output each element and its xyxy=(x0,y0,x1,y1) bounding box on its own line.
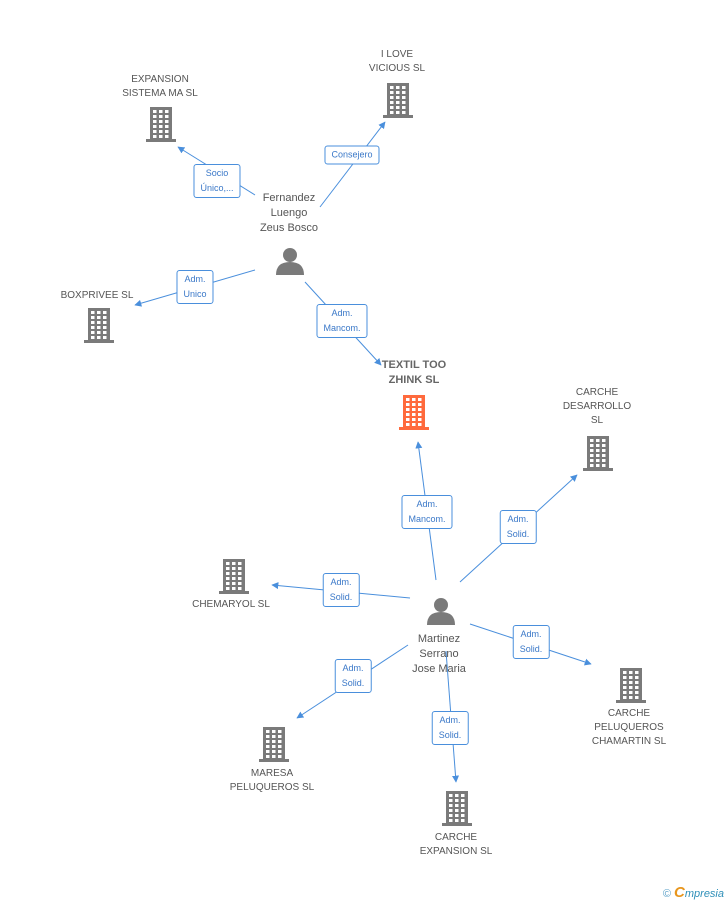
company-name-carche_des[interactable]: CARCHE DESARROLLO SL xyxy=(562,387,632,426)
company-name-ilove[interactable]: I LOVE VICIOUS SL xyxy=(368,49,426,74)
relation-label-fernandez-ilove[interactable]: Consejero xyxy=(324,145,380,165)
edge-fernandez-ilove xyxy=(319,121,386,208)
company-name-carche_pel[interactable]: CARCHE PELUQUEROS CHAMARTIN SL xyxy=(591,708,667,747)
relation-label-martinez-carche_pel[interactable]: Adm. Solid. xyxy=(512,625,550,659)
building-icon-carche_pel[interactable] xyxy=(616,668,646,703)
building-icon-chemaryol[interactable] xyxy=(219,559,249,594)
relation-label-fernandez-textil[interactable]: Adm. Mancom. xyxy=(316,304,368,338)
company-name-textil[interactable]: TEXTIL TOO ZHINK SL xyxy=(381,359,447,386)
relation-label-martinez-maresa[interactable]: Adm. Solid. xyxy=(334,659,372,693)
person-icon-fernandez[interactable] xyxy=(276,248,304,275)
company-name-maresa[interactable]: MARESA PELUQUEROS SL xyxy=(229,768,315,793)
company-name-expansion[interactable]: EXPANSION SISTEMA MA SL xyxy=(122,74,198,99)
building-icon-carche_exp[interactable] xyxy=(442,791,472,826)
building-icon-boxprivee[interactable] xyxy=(84,308,114,343)
person-name-fernandez[interactable]: Fernandez Luengo Zeus Bosco xyxy=(259,192,319,234)
building-icon-ilove[interactable] xyxy=(383,83,413,118)
company-name-boxprivee[interactable]: BOXPRIVEE SL xyxy=(60,290,134,301)
building-icon-carche_des[interactable] xyxy=(583,436,613,471)
relation-label-fernandez-expansion[interactable]: Socio Único,... xyxy=(193,164,241,198)
brand-footer[interactable]: © Cmpresia xyxy=(663,884,724,901)
relation-label-fernandez-boxprivee[interactable]: Adm. Unico xyxy=(176,270,214,304)
empresia-logo-text: mpresia xyxy=(684,888,724,900)
company-name-carche_exp[interactable]: CARCHE EXPANSION SL xyxy=(419,832,493,857)
copyright-icon: © xyxy=(662,888,671,900)
relation-label-martinez-textil[interactable]: Adm. Mancom. xyxy=(401,495,453,529)
person-icon-martinez[interactable] xyxy=(427,598,455,625)
building-icon-expansion[interactable] xyxy=(146,107,176,142)
building-icon-maresa[interactable] xyxy=(259,727,289,762)
relation-label-martinez-carche_des[interactable]: Adm. Solid. xyxy=(499,510,537,544)
empresia-logo-initial: C xyxy=(674,884,685,901)
person-name-martinez[interactable]: Martinez Serrano Jose Maria xyxy=(412,633,466,675)
relation-label-martinez-chemaryol[interactable]: Adm. Solid. xyxy=(322,573,360,607)
relation-label-martinez-carche_exp[interactable]: Adm. Solid. xyxy=(431,711,469,745)
building-icon-textil[interactable] xyxy=(399,395,429,430)
company-name-chemaryol[interactable]: CHEMARYOL SL xyxy=(192,599,270,610)
